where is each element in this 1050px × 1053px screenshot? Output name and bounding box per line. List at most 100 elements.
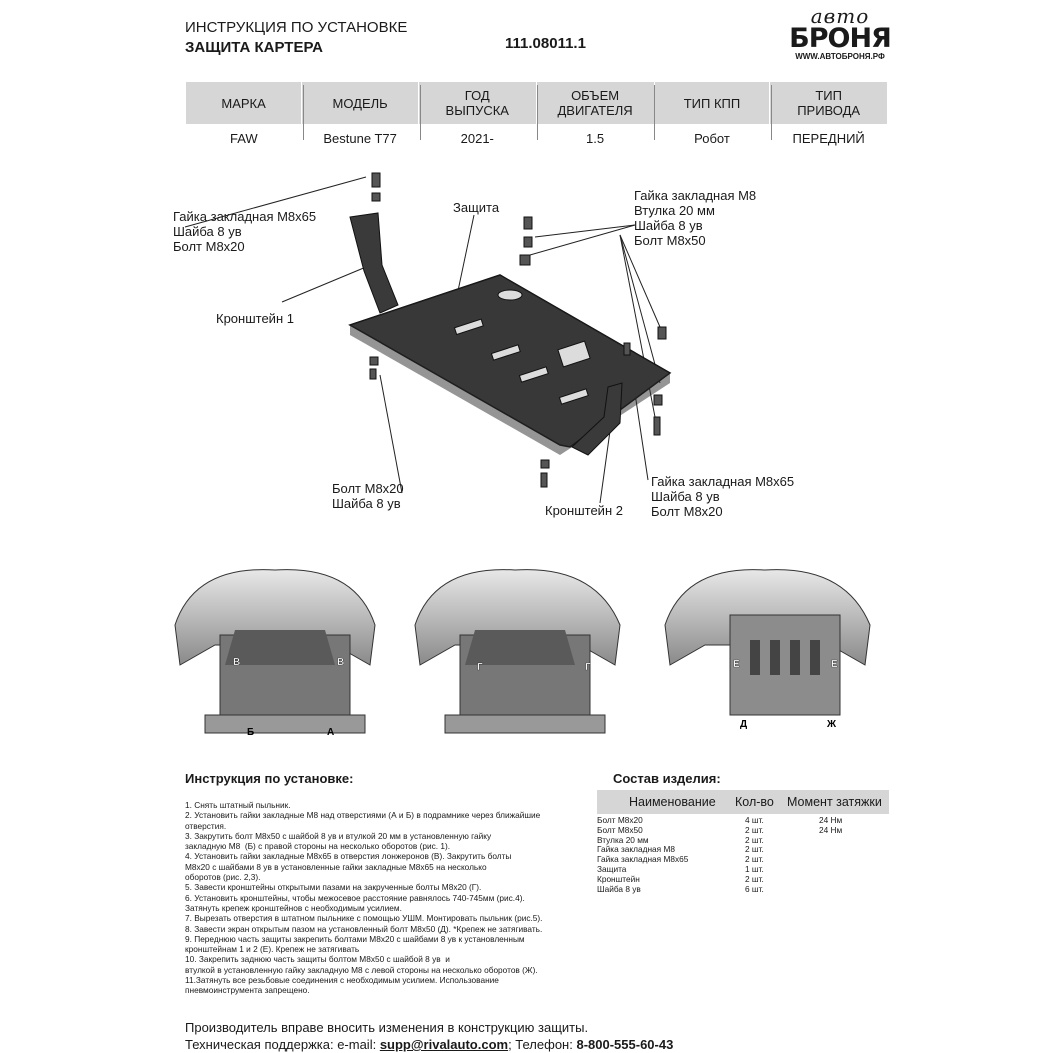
spec-header: ОБЪЕМ ДВИГАТЕЛЯ bbox=[536, 82, 655, 124]
spec-header-text: ТИП ПРИВОДА bbox=[797, 88, 861, 118]
installation-figures: В В Б А Г Г Е Е Д Ж bbox=[174, 569, 871, 738]
label-bottom-hardware: Болт М8х20 Шайба 8 ув bbox=[332, 481, 404, 511]
figure-1: В В Б А bbox=[174, 569, 376, 738]
guard-slot bbox=[518, 366, 549, 383]
fastener bbox=[523, 236, 533, 248]
components-header: Наименование Кол-во Момент затяжки bbox=[597, 790, 889, 814]
spec-value: Робот bbox=[694, 130, 730, 146]
fastener bbox=[653, 394, 663, 406]
component-name: Кронштейн bbox=[597, 873, 640, 884]
brand-logo: авто БРОНЯ WWW.АВТОБРОНЯ.РФ bbox=[780, 6, 900, 61]
marker-v-left: В bbox=[233, 657, 240, 668]
instruction-line: М8х20 с шайбами 8 ув в установленные гай… bbox=[185, 861, 487, 872]
marker-g-right: Г bbox=[585, 662, 591, 673]
spec-header: МОДЕЛЬ bbox=[301, 82, 419, 124]
footer: Производитель вправе вносить изменения в… bbox=[185, 1019, 673, 1053]
leader-line bbox=[619, 234, 661, 328]
table-divider bbox=[303, 85, 304, 140]
marker-b: Б bbox=[247, 727, 254, 738]
spec-header: ТИП КПП bbox=[654, 82, 771, 124]
footer-support: Техническая поддержка: e-mail: supp@riva… bbox=[185, 1036, 673, 1053]
guard-plate-edge bbox=[350, 275, 670, 455]
fastener bbox=[371, 192, 381, 202]
phone-prefix: ; Телефон: bbox=[508, 1037, 577, 1052]
instruction-line: 10. Закрепить заднюю часть защиты болтом… bbox=[185, 954, 450, 965]
spec-header: ТИП ПРИВОДА bbox=[769, 82, 888, 124]
label-line: Гайка закладная М8х65 bbox=[173, 209, 317, 224]
instruction-line: закладную М8 (Б) с правой стороны на нес… bbox=[185, 841, 451, 852]
label-line: Шайба 8 ув bbox=[173, 224, 242, 239]
vehicle-spec-table: МАРКА МОДЕЛЬ ГОД ВЫПУСКА ОБЪЕМ ДВИГАТЕЛЯ… bbox=[186, 82, 888, 152]
component-row: Гайка закладная М8 2 шт. bbox=[597, 845, 887, 855]
marker-d: Д bbox=[740, 719, 747, 730]
fastener bbox=[369, 356, 379, 366]
instruction-line: 2. Установить гайки закладные М8 над отв… bbox=[185, 810, 541, 821]
support-email-link[interactable]: supp@rivalauto.com bbox=[379, 1037, 509, 1052]
fastener bbox=[523, 216, 533, 230]
component-qty: 4 шт. bbox=[745, 815, 764, 825]
document-title: ИНСТРУКЦИЯ ПО УСТАНОВКЕ ЗАЩИТА КАРТЕРА bbox=[185, 18, 407, 58]
label-guard: Защита bbox=[453, 200, 500, 215]
leader-line bbox=[529, 224, 636, 256]
label-bracket-1: Кронштейн 1 bbox=[216, 311, 294, 326]
logo-script: авто bbox=[810, 4, 870, 28]
marker-e-right: Е bbox=[831, 659, 838, 670]
marker-g-left: Г bbox=[477, 662, 483, 673]
instruction-line: кронштейнам 1 и 2 (Е). Крепеж не затягив… bbox=[185, 944, 360, 955]
marker-e-left: Е bbox=[733, 659, 740, 670]
label-line: Болт М8х50 bbox=[634, 233, 706, 248]
instruction-line: втулкой в установленную гайку закладную … bbox=[185, 964, 538, 975]
instructions-list: 1. Снять штатный пыльник.2. Установить г… bbox=[185, 800, 590, 996]
component-name: Защита bbox=[597, 863, 627, 874]
leader-line bbox=[619, 234, 661, 384]
component-name: Гайка закладная М8 bbox=[597, 844, 675, 855]
marker-a: А bbox=[327, 727, 334, 738]
guard-slot bbox=[490, 344, 521, 361]
label-left-hardware: Гайка закладная М8х65 Шайба 8 ув Болт М8… bbox=[173, 209, 316, 254]
support-phone: 8-800-555-60-43 bbox=[576, 1037, 674, 1052]
label-line: Болт М8х20 bbox=[173, 239, 245, 254]
component-qty: 2 шт. bbox=[745, 873, 764, 884]
component-name: Болт М8х20 bbox=[597, 815, 643, 825]
spec-value: FAW bbox=[230, 130, 258, 146]
fastener bbox=[369, 368, 377, 380]
spec-value: 2021- bbox=[460, 130, 494, 146]
spec-value: Bestune T77 bbox=[323, 130, 397, 146]
components-header-torque: Момент затяжки bbox=[787, 795, 882, 809]
guard-slot bbox=[453, 318, 484, 336]
component-torque: 24 Нм bbox=[819, 815, 843, 825]
components-title: Состав изделия: bbox=[613, 771, 721, 786]
label-line: Шайба 8 ув bbox=[634, 218, 703, 233]
component-name: Втулка 20 мм bbox=[597, 834, 649, 845]
figure-2: Г Г bbox=[414, 569, 621, 734]
leader-line bbox=[379, 374, 403, 494]
title-line-1: ИНСТРУКЦИЯ ПО УСТАНОВКЕ bbox=[185, 19, 408, 36]
leader-line bbox=[281, 266, 367, 303]
fastener bbox=[657, 326, 667, 340]
instruction-line: оборотов (рис. 2,3). bbox=[185, 872, 261, 883]
table-divider bbox=[771, 85, 772, 140]
support-prefix: Техническая поддержка: e-mail: bbox=[185, 1037, 380, 1052]
component-qty: 2 шт. bbox=[745, 844, 764, 855]
part-number: 111.08011.1 bbox=[505, 35, 586, 52]
logo-brand: БРОНЯ bbox=[789, 23, 892, 54]
instruction-line: 5. Завести кронштейны открытыми пазами н… bbox=[185, 882, 482, 893]
leader-line bbox=[184, 176, 367, 228]
instruction-line: 7. Вырезать отверстия в штатном пыльнике… bbox=[185, 913, 543, 924]
fastener bbox=[540, 472, 548, 488]
component-row: Болт М8х20 4 шт. 24 Нм bbox=[597, 815, 887, 826]
instruction-line: 11.Затянуть все резьбовые соединения с н… bbox=[185, 975, 499, 986]
table-divider bbox=[420, 85, 421, 140]
label-line: Болт М8х20 bbox=[332, 481, 404, 496]
label-line: Гайка закладная М8 bbox=[634, 188, 757, 203]
guard-hole bbox=[497, 289, 523, 301]
components-header-name: Наименование bbox=[629, 795, 716, 809]
component-qty: 6 шт. bbox=[745, 883, 764, 894]
component-name: Болт М8х50 bbox=[597, 824, 643, 835]
component-row: Кронштейн 2 шт. bbox=[597, 873, 887, 885]
instruction-line: 4. Установить гайки закладные М8х65 в от… bbox=[185, 851, 512, 862]
